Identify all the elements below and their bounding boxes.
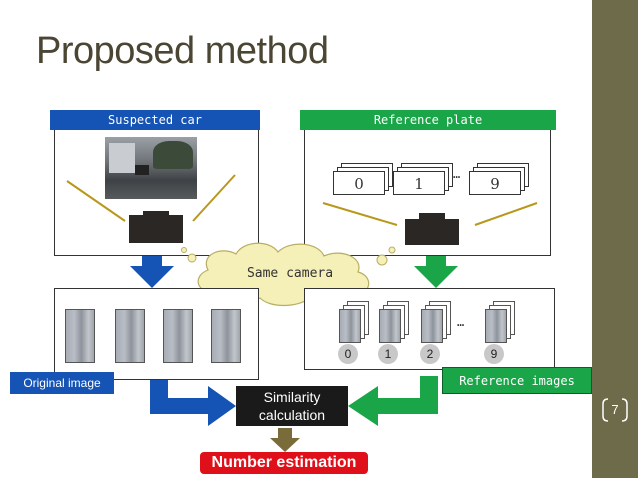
suspected-car-photo: [105, 137, 197, 199]
reference-crops-panel: …: [304, 288, 555, 370]
camera-icon: [129, 215, 183, 243]
green-elbow-arrow: [348, 376, 438, 426]
green-down-arrow: [414, 252, 458, 288]
blue-down-arrow: [130, 252, 174, 288]
original-crop: [115, 309, 145, 363]
camera-icon: [405, 219, 459, 245]
number-estimation-label: Number estimation: [200, 452, 368, 474]
reference-number-2: 2: [420, 344, 440, 364]
original-image-label: Original image: [10, 372, 114, 394]
plate-card-9: 9: [469, 171, 521, 195]
similarity-calculation-box: Similarity calculation: [236, 386, 348, 426]
suspected-car-header: Suspected car: [50, 110, 260, 130]
reference-crop-1: [379, 309, 401, 343]
blue-elbow-arrow: [150, 376, 236, 426]
reference-plate-panel: 0 1 … 9: [304, 128, 551, 256]
original-crop: [65, 309, 95, 363]
reference-number-9: 9: [484, 344, 504, 364]
original-crops-panel: [54, 288, 259, 380]
photo-building: [109, 143, 135, 173]
same-camera-label: Same camera: [246, 266, 334, 281]
slide-sidebar: [592, 0, 638, 478]
suspected-car-panel: [54, 128, 259, 256]
photo-car: [135, 165, 149, 175]
page-number: 7: [600, 397, 630, 423]
camera-view-lines: [322, 202, 538, 226]
plate-ellipsis: …: [453, 167, 461, 181]
reference-ellipsis: …: [457, 315, 465, 329]
original-crop: [211, 309, 241, 363]
page-number-bracket-icon: [602, 398, 628, 422]
similarity-line-2: calculation: [258, 407, 326, 423]
page-number-text: 7: [611, 402, 619, 417]
slide-title: Proposed method: [36, 30, 329, 72]
original-crop: [163, 309, 193, 363]
plate-card-0: 0: [333, 171, 385, 195]
reference-crop-9: [485, 309, 507, 343]
plate-card-1: 1: [393, 171, 445, 195]
reference-crop-0: [339, 309, 361, 343]
reference-crop-2: [421, 309, 443, 343]
camera-top-icon: [143, 211, 169, 217]
photo-trees: [153, 141, 193, 169]
reference-images-label: Reference images: [442, 367, 592, 394]
reference-number-1: 1: [378, 344, 398, 364]
reference-number-0: 0: [338, 344, 358, 364]
reference-plate-header: Reference plate: [300, 110, 556, 130]
camera-view-lines: [66, 174, 236, 222]
similarity-line-1: Similarity: [263, 389, 321, 405]
camera-top-icon: [419, 213, 445, 220]
result-down-arrow: [270, 428, 300, 452]
